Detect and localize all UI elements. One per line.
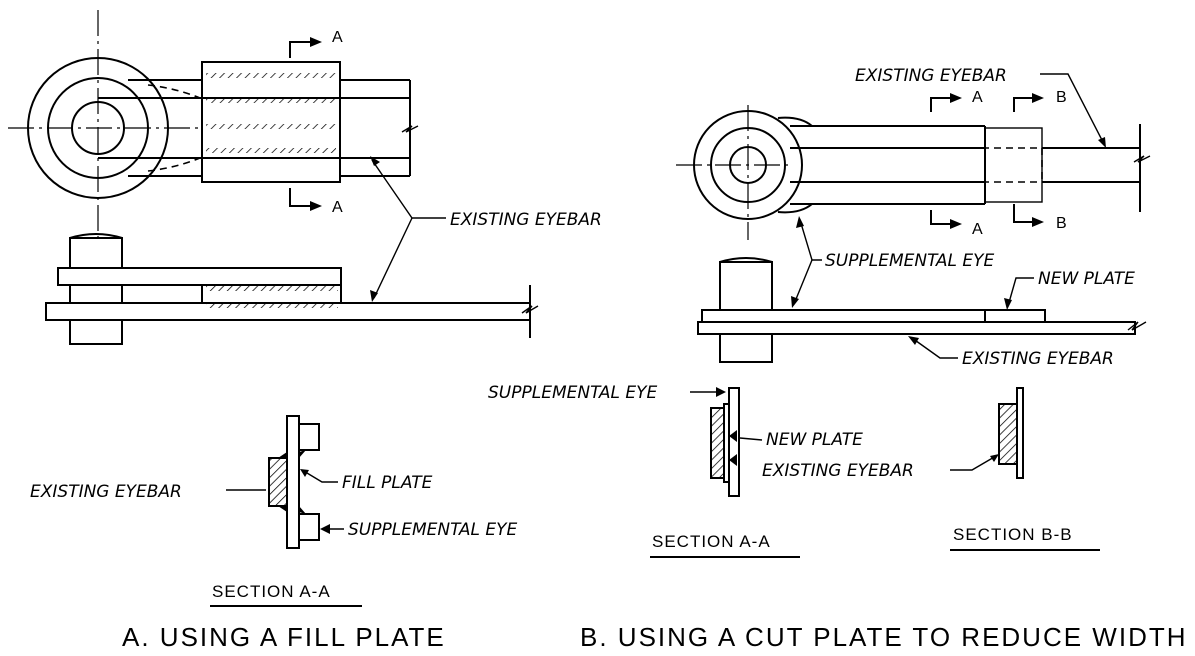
a-sec-eye-top xyxy=(298,423,320,451)
detail-b-plan-view: A B A B EXISTING EYEBAR xyxy=(676,66,1151,240)
a-sec-existing-eyebar xyxy=(286,415,300,549)
detail-a-elevation xyxy=(45,233,539,345)
b-section-aa-title: SECTION A-A xyxy=(652,532,771,551)
b-eyebar-head xyxy=(710,127,786,203)
a-section-mark-top: A xyxy=(332,29,343,46)
a-sec-existing-eyebar-label: EXISTING EYEBAR xyxy=(30,482,182,502)
b-existing-eyebar-plan xyxy=(1042,124,1141,212)
a-eyebar-head xyxy=(47,77,149,179)
b-supplemental-eye-outer xyxy=(693,110,803,220)
a-existing-eyebar-label: EXISTING EYEBAR xyxy=(450,210,602,230)
b-sec-new-plate xyxy=(723,403,730,483)
b-existing-eyebar-bar xyxy=(697,321,1136,335)
b-caption: B. USING A CUT PLATE TO REDUCE WIDTH xyxy=(580,622,1188,652)
b-new-plate-elevation xyxy=(984,309,1046,323)
detail-a-plan-view: A A xyxy=(8,10,419,240)
detail-b-section-aa: SUPPLEMENTAL EYE NEW PLATE EXISTING EYEB… xyxy=(488,383,914,558)
a-sec-eye-bottom xyxy=(298,513,320,541)
b-new-plate-plan xyxy=(984,127,1043,203)
a-weld-2 xyxy=(206,98,336,103)
a-section-mark-bottom: A xyxy=(332,199,343,216)
a-weld-4 xyxy=(206,148,336,153)
b-section-mark-a-top: A xyxy=(972,89,983,106)
a-break-symbol xyxy=(401,125,419,133)
detail-b-elevation xyxy=(697,257,1147,363)
a-section-title: SECTION A-A xyxy=(212,582,331,601)
a-sec-fill-plate xyxy=(268,457,288,507)
b-pin-hole xyxy=(729,146,767,184)
b-hidden-eyebar xyxy=(790,147,1105,183)
b-sec-supplemental-eye xyxy=(728,387,740,497)
b-existing-eyebar-mid-label: EXISTING EYEBAR xyxy=(962,349,1114,369)
b-section-mark-b-bottom: B xyxy=(1056,215,1067,232)
b-supplemental-eye-callout: SUPPLEMENTAL EYE NEW PLATE EXISTING EYEB… xyxy=(791,216,1135,369)
a-weld-1 xyxy=(206,73,336,78)
b-supplemental-eye-arms xyxy=(790,125,985,205)
a-supplemental-eye-bar xyxy=(57,267,342,286)
b-new-plate-label: NEW PLATE xyxy=(1038,269,1135,289)
b-sec-existing-eyebar-label: EXISTING EYEBAR xyxy=(762,461,914,481)
a-hidden-transition xyxy=(147,84,201,172)
a-existing-eyebar-callout: EXISTING EYEBAR xyxy=(370,156,602,302)
b-section-mark-b-top: B xyxy=(1056,89,1067,106)
b-sec-new-plate-label: NEW PLATE xyxy=(766,430,863,450)
b-supplemental-eye-label: SUPPLEMENTAL EYE xyxy=(825,251,995,271)
a-supplemental-eye-outer xyxy=(27,57,169,199)
a-fill-plate-label: FILL PLATE xyxy=(342,473,433,493)
b-section-bb-title: SECTION B-B xyxy=(953,525,1073,544)
b-sec-supplemental-eye-label: SUPPLEMENTAL EYE xyxy=(488,383,658,403)
a-caption: A. USING A FILL PLATE xyxy=(122,622,446,652)
a-pin-hole xyxy=(71,101,125,155)
detail-b-section-bb: SECTION B-B xyxy=(950,387,1100,551)
a-weld-3 xyxy=(206,124,336,129)
b-sec-bb-existing-eyebar xyxy=(998,403,1018,465)
detail-a-section: EXISTING EYEBAR FILL PLATE SUPPLEMENTAL … xyxy=(30,415,518,607)
a-fill-plate-plan xyxy=(201,61,341,183)
b-existing-eyebar-top-label: EXISTING EYEBAR xyxy=(855,66,1007,86)
b-section-mark-a-bottom: A xyxy=(972,221,983,238)
a-supplemental-eye-label: SUPPLEMENTAL EYE xyxy=(348,520,518,540)
a-pin xyxy=(69,237,123,345)
b-supplemental-eye-bar xyxy=(701,309,986,323)
